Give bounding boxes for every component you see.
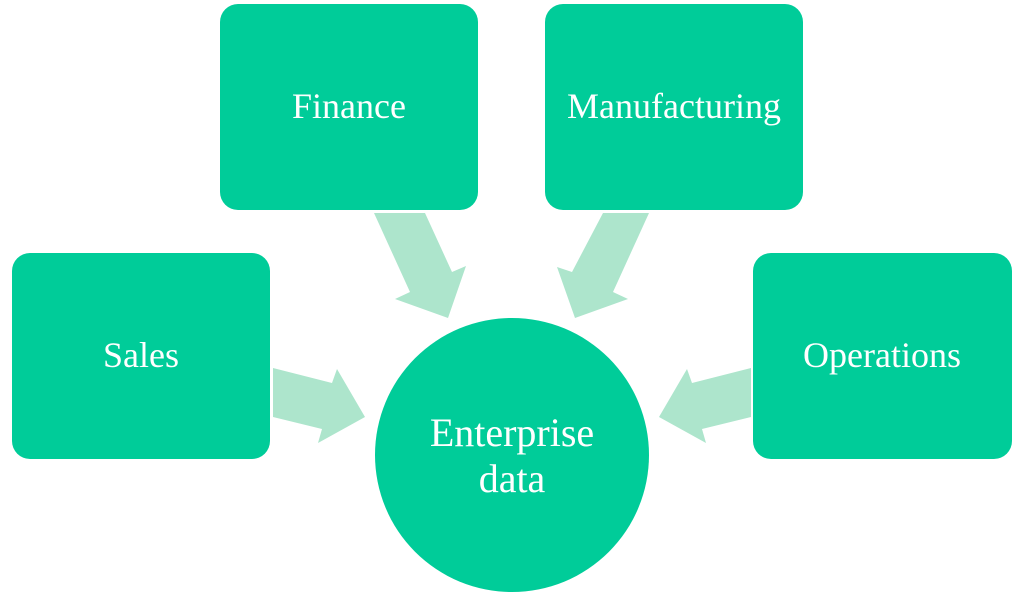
- label-center-line1: Enterprise: [430, 410, 594, 455]
- arrow-sales-to-center: [273, 368, 365, 443]
- label-center-line2: data: [479, 456, 546, 501]
- label-finance: Finance: [292, 86, 406, 126]
- arrow-finance-to-center: [374, 213, 466, 318]
- node-manufacturing: [545, 4, 803, 210]
- node-finance: [220, 4, 478, 210]
- node-sales: [12, 253, 270, 459]
- node-operations: [753, 253, 1012, 459]
- arrow-operations-to-center: [659, 368, 751, 443]
- label-sales: Sales: [103, 335, 179, 375]
- arrow-manufacturing-to-center: [557, 213, 649, 318]
- label-operations: Operations: [803, 335, 961, 375]
- node-enterprise-data: [375, 318, 649, 592]
- label-manufacturing: Manufacturing: [567, 86, 781, 126]
